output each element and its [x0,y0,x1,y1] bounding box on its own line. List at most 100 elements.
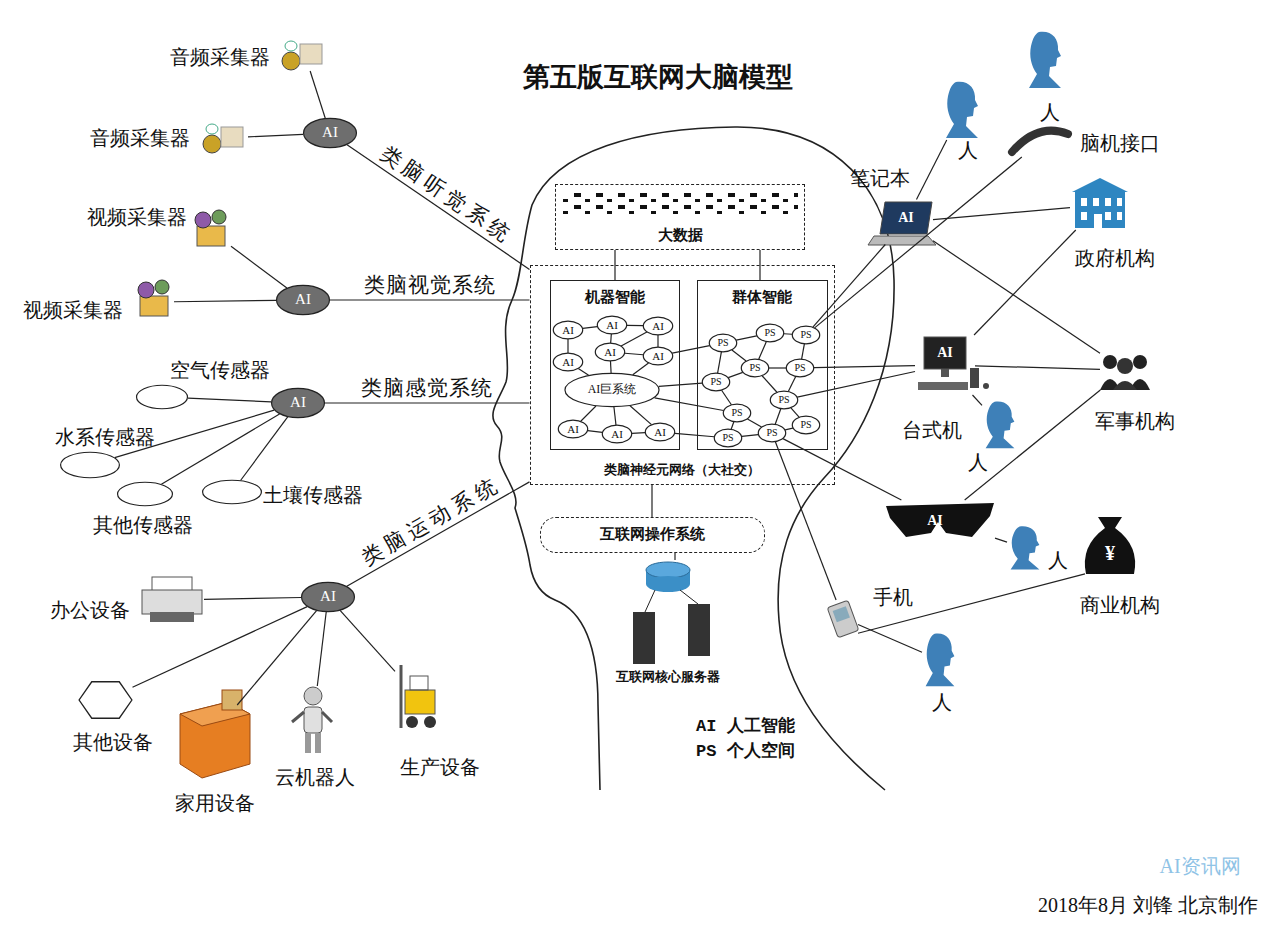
node-text: AI [322,124,338,141]
node-text: 商业机构 [1080,594,1160,617]
connector [731,422,734,429]
legend-note: PS 个人空间 [696,742,795,762]
node-text: 其他传感器 [93,514,193,537]
connector [614,407,616,425]
mobile-phone [827,600,859,638]
ellipse-node: AI [553,353,583,371]
connector [633,363,649,375]
icon-node: 视频采集器 [136,285,174,319]
connector [995,538,1007,542]
ellipse-outline [136,385,188,409]
ellipse-node: PS [758,424,786,442]
person [946,82,978,138]
connector [317,612,326,686]
connector [675,433,714,436]
node-text: 人 [1048,549,1068,572]
connector [625,353,643,355]
node-text: PS [794,362,805,374]
connector [762,376,777,392]
icon-node: 音频采集器 [202,121,248,155]
connector [578,369,588,376]
connector [788,377,795,392]
connector [769,367,786,368]
connector [742,435,758,437]
big-data-dots [562,190,798,216]
connector [791,408,799,417]
caption: 2018年8月 刘锋 北京制作 [1038,894,1258,917]
ellipse-node: 其他传感器 [117,482,173,506]
node-text: 政府机构 [1075,247,1155,270]
connector [722,390,732,404]
icon-node: 人 [1025,30,1065,90]
node-text: PS [800,419,811,431]
ellipse-node: PS [756,324,784,342]
connector-label: 类脑听觉系统 [374,140,520,250]
government-building [1072,178,1128,228]
core-server [633,562,710,664]
icon-node: 人 [922,632,958,688]
connector [784,333,792,335]
connector [174,300,276,301]
connector [581,406,596,421]
connector [610,334,612,343]
icon-node: 笔记本AI [877,200,933,245]
icon-node: 云机器人 [291,686,335,758]
node-text: 人 [958,139,978,162]
node-text: 音频采集器 [170,46,270,69]
connector [237,611,316,705]
icon-node: 生产设备 [395,663,441,731]
icon-node: 政府机构 [1070,180,1130,230]
node-text: 互联网操作系统 [600,526,705,543]
video-camera [138,280,169,316]
ellipse-outline [202,480,262,504]
watermark: AI资讯网 [1159,855,1240,878]
connector [621,332,647,346]
connector [325,402,530,403]
connector [933,208,1070,220]
group-box: 群体智能PSPSPSPSPSPSPSPSPSPSPS [697,280,828,450]
node-text: 音频采集器 [90,127,190,150]
node-text: AI [604,346,616,359]
node-text: AI [562,324,574,337]
connector [188,398,271,402]
node-text: PS [722,432,733,444]
connector [347,145,529,270]
icon-node: 家用设备 [177,705,247,765]
connector [330,299,530,300]
node-text: AI [898,210,914,226]
node-text: 云机器人 [275,766,355,789]
cloud-robot [292,687,332,753]
icon-node: 办公设备 [140,575,204,625]
node-text: AI [562,356,574,369]
node-text: AI [652,350,664,363]
brain-interface [1012,131,1068,152]
connector [815,157,1022,328]
icon-node: 军事机构 [1100,350,1150,390]
ai-node: AI [303,118,357,148]
connector [736,336,756,340]
ellipse-node: AI [643,347,673,365]
connector [775,409,781,424]
diagram-title: 第五版互联网大脑模型 [523,62,793,93]
audio-collector [282,41,322,70]
icon-node: ¥商业机构 [1085,515,1135,575]
connector [674,553,675,560]
ai-node: AI [301,582,355,612]
node-text: PS [710,376,721,388]
connector [775,442,836,600]
ai-node: AI [271,388,325,418]
ellipse-node: AI [595,343,625,361]
connector [231,246,287,288]
connector [732,350,746,361]
connector [785,428,793,430]
ellipse-node: PS [714,429,742,447]
icon-node: 手机 [828,600,858,636]
connector [974,230,1076,335]
connector [802,344,805,359]
ellipse-node: 土壤传感器 [202,480,262,504]
node-text: 群体智能 [732,289,792,306]
ellipse-node: AI [597,316,627,334]
connector [627,325,643,327]
connector [630,406,652,425]
dashed-rounded-box: 互联网操作系统 [540,517,765,553]
